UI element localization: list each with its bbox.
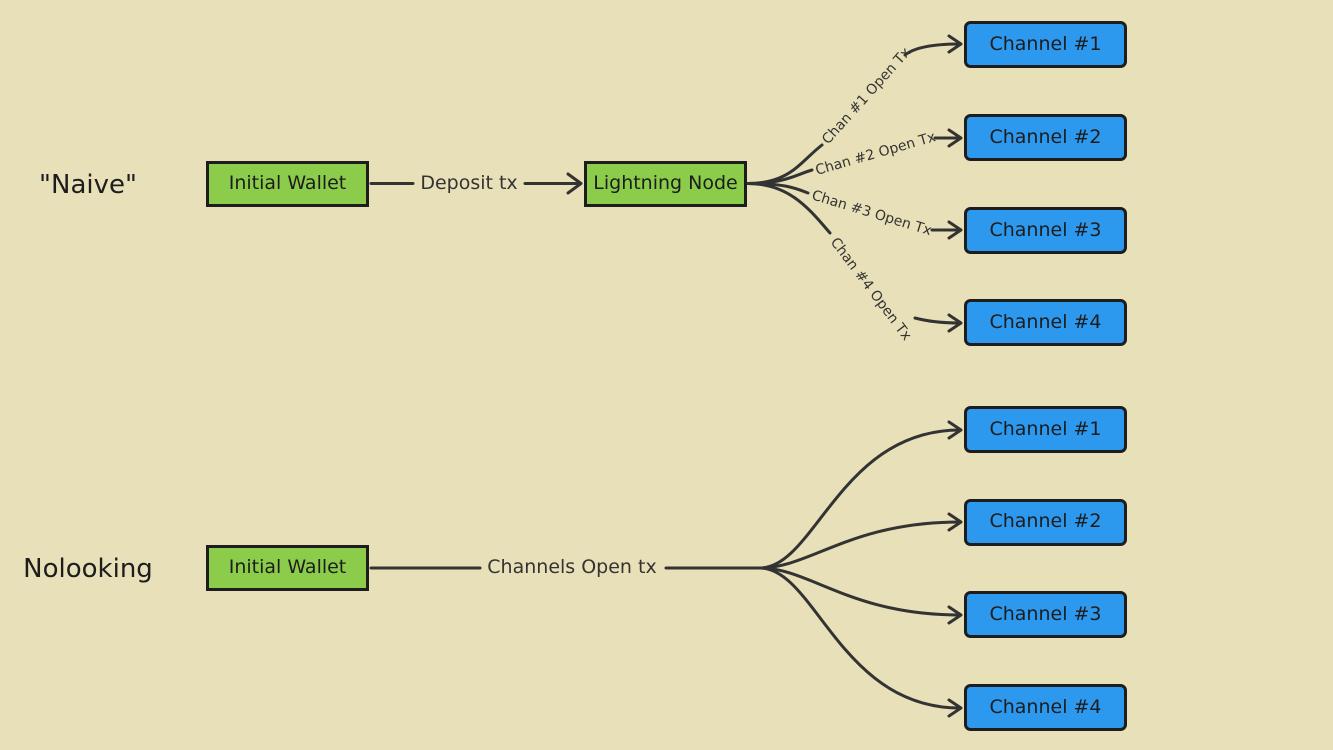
chan4-tx-label: Chan #4 Open Tx bbox=[827, 235, 915, 344]
chan4-edge-start bbox=[746, 182, 832, 235]
lightning-node-label: Lightning Node bbox=[593, 172, 737, 194]
naive-channel-4-label: Channel #4 bbox=[989, 311, 1101, 333]
nolooking-channel-3-label: Channel #3 bbox=[989, 603, 1101, 625]
naive-initial-wallet-label: Initial Wallet bbox=[229, 172, 347, 194]
chan3-arrowhead bbox=[947, 220, 963, 240]
nolooking-initial-wallet-node[interactable]: Initial Wallet bbox=[206, 545, 369, 591]
chan1-edge-start bbox=[746, 143, 824, 185]
nolooking-section-label: Nolooking bbox=[23, 554, 153, 584]
naive-channel-1-label: Channel #1 bbox=[989, 33, 1101, 55]
nolooking-channel-1-label: Channel #1 bbox=[989, 418, 1101, 440]
chan1-tx-label: Chan #1 Open Tx bbox=[819, 45, 914, 148]
nolooking-channel-2-node[interactable]: Channel #2 bbox=[964, 499, 1127, 546]
nl-chan4-edge bbox=[758, 566, 962, 710]
nl-chan3-arrowhead bbox=[947, 605, 963, 625]
chan4-edge-end bbox=[913, 316, 962, 325]
naive-channel-3-node[interactable]: Channel #3 bbox=[964, 207, 1127, 254]
naive-channel-3-label: Channel #3 bbox=[989, 219, 1101, 241]
naive-initial-wallet-node[interactable]: Initial Wallet bbox=[206, 161, 369, 207]
nolooking-channel-2-label: Channel #2 bbox=[989, 510, 1101, 532]
nolooking-channel-3-node[interactable]: Channel #3 bbox=[964, 591, 1127, 638]
chan1-arrowhead bbox=[947, 34, 963, 54]
nl-chan2-edge bbox=[758, 520, 962, 570]
lightning-node[interactable]: Lightning Node bbox=[584, 161, 747, 207]
nl-chan4-arrowhead bbox=[947, 698, 963, 718]
channels-open-tx-label: Channels Open tx bbox=[487, 556, 656, 578]
nl-chan1-edge bbox=[758, 428, 962, 570]
nolooking-channel-1-node[interactable]: Channel #1 bbox=[964, 406, 1127, 453]
naive-channel-2-node[interactable]: Channel #2 bbox=[964, 114, 1127, 161]
nolooking-initial-wallet-label: Initial Wallet bbox=[229, 556, 347, 578]
nl-chan2-arrowhead bbox=[947, 512, 963, 532]
naive-section-label: "Naive" bbox=[39, 170, 137, 200]
chan1-edge-end bbox=[903, 42, 962, 57]
nolooking-channel-4-node[interactable]: Channel #4 bbox=[964, 684, 1127, 731]
deposit-tx-label: Deposit tx bbox=[420, 172, 517, 194]
nl-chan1-arrowhead bbox=[947, 420, 963, 440]
nl-chan3-edge bbox=[758, 566, 962, 617]
chan4-arrowhead bbox=[947, 313, 963, 333]
nolooking-channel-4-label: Channel #4 bbox=[989, 696, 1101, 718]
deposit-arrowhead bbox=[566, 172, 583, 195]
naive-channel-2-label: Channel #2 bbox=[989, 126, 1101, 148]
naive-channel-1-node[interactable]: Channel #1 bbox=[964, 21, 1127, 68]
naive-channel-4-node[interactable]: Channel #4 bbox=[964, 299, 1127, 346]
chan2-arrowhead bbox=[947, 128, 963, 148]
